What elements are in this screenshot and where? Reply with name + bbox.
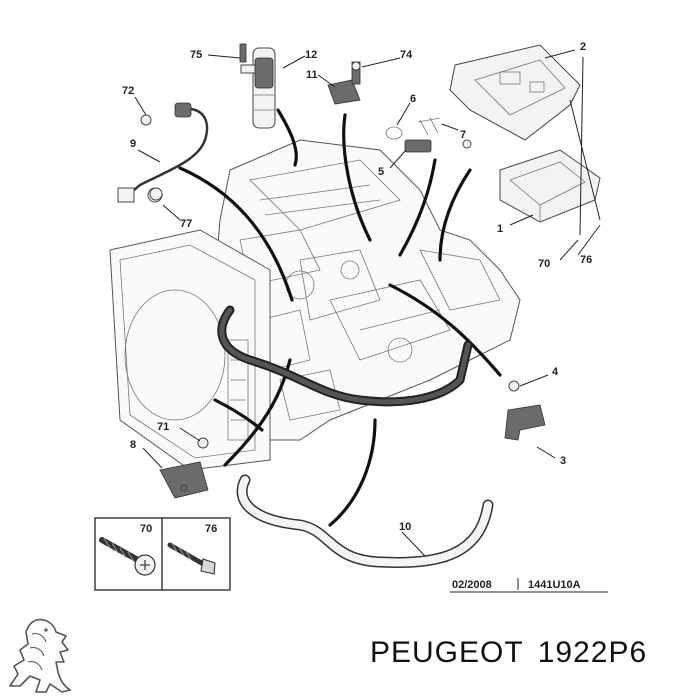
bolt-76-icon	[167, 542, 216, 575]
callout-75: 75	[190, 49, 202, 61]
parts-5-6-7	[385, 117, 472, 153]
callout-10: 10	[399, 521, 411, 533]
callout-77: 77	[180, 218, 192, 230]
callout-6: 6	[410, 93, 416, 105]
callout-5: 5	[378, 166, 384, 178]
callout-12: 12	[305, 49, 317, 61]
leader-lines	[134, 49, 601, 557]
hose-10	[217, 305, 494, 568]
part-11-sensor	[327, 61, 361, 105]
part-3-sensor	[504, 380, 546, 441]
stamp-ref: 1441U10A	[528, 579, 581, 591]
stamp-date: 02/2008	[452, 579, 492, 591]
callout-2: 2	[580, 41, 586, 53]
footer-caption: PEUGEOT 1922P6	[370, 636, 661, 670]
inset-label-70: 70	[140, 523, 152, 535]
callout-labels: 75 12 74 2 72 11 6 7 9 5 77 1 70 76 4 3 …	[122, 41, 592, 533]
screw-70-icon	[99, 537, 156, 576]
part-9-lead	[117, 102, 209, 203]
radiator-frame	[109, 229, 271, 471]
inset-label-76: 76	[205, 523, 217, 535]
part-8-bracket	[159, 437, 209, 499]
part-number: 1922P6	[537, 636, 648, 669]
callout-9: 9	[130, 138, 136, 150]
callout-72: 72	[122, 85, 134, 97]
peugeot-lion-logo-icon	[9, 618, 71, 693]
wiring-leads	[178, 108, 502, 527]
callout-74: 74	[400, 49, 413, 61]
part-2-bracket	[449, 44, 581, 141]
callout-71: 71	[157, 421, 169, 433]
callout-7: 7	[460, 129, 466, 141]
callout-76: 76	[580, 254, 592, 266]
reference-stamp: 02/2008 1441U10A	[450, 578, 608, 593]
callout-1: 1	[497, 223, 503, 235]
fastener-inset: 70 76	[94, 517, 231, 591]
callout-70: 70	[538, 258, 550, 270]
part-12-solenoid	[239, 43, 276, 129]
callout-11: 11	[306, 69, 318, 81]
callout-8: 8	[130, 439, 136, 451]
brand-name: PEUGEOT	[370, 636, 524, 669]
callout-4: 4	[552, 366, 559, 378]
callout-3: 3	[560, 455, 566, 467]
